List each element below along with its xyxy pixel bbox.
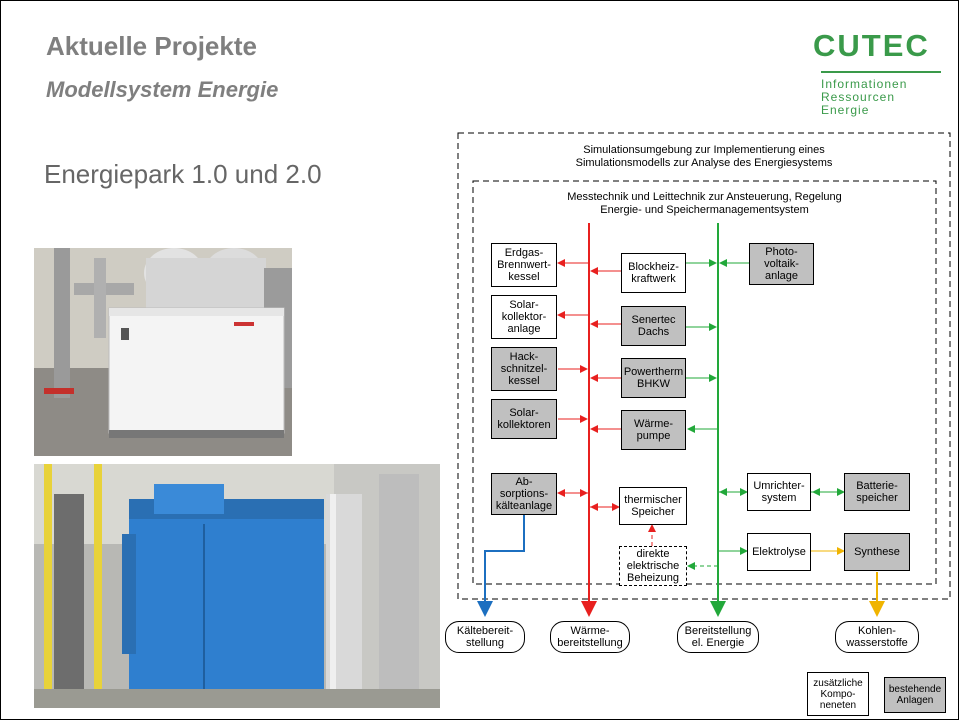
senertec-dachs-box: Senertec Dachs xyxy=(621,306,686,346)
erdgas-brennwertkessel-box: Erdgas- Brennwert- kessel xyxy=(491,243,557,287)
thermischer-speicher-box: thermischer Speicher xyxy=(619,487,687,525)
kaeltebereitstellung-output: Kältebereit- stellung xyxy=(445,621,525,653)
page-subtitle: Modellsystem Energie xyxy=(46,77,279,102)
cutec-logo: CUTEC xyxy=(813,28,930,63)
page-title: Aktuelle Projekte xyxy=(46,31,257,61)
legend-new-components: zusätzliche Kompo- neneten xyxy=(807,672,869,716)
batteriespeicher-box: Batterie- speicher xyxy=(844,473,910,511)
waermepumpe-box: Wärme- pumpe xyxy=(621,410,686,450)
kohlenwasserstoffe-output: Kohlen- wasserstoffe xyxy=(835,621,919,653)
storage-photo xyxy=(34,464,440,708)
cold-connector xyxy=(477,515,525,617)
legend-existing-plants: bestehende Anlagen xyxy=(884,677,946,713)
inner-frame-title: Messtechnik und Leittechnik zur Ansteuer… xyxy=(567,191,842,216)
umrichtersystem-box: Umrichter- system xyxy=(747,473,811,511)
heat-connectors xyxy=(557,259,656,546)
inner-frame xyxy=(472,180,937,585)
elektrolyse-box: Elektrolyse xyxy=(747,533,811,571)
waermebereitstellung-output: Wärme- bereitstellung xyxy=(550,621,630,653)
hackschnitzelkessel-box: Hack- schnitzel- kessel xyxy=(491,347,557,391)
solarkollektoranlage-box: Solar- kollektor- anlage xyxy=(491,295,557,339)
synthese-box: Synthese xyxy=(844,533,910,571)
logo-tagline-2: Ressourcen xyxy=(821,90,896,104)
absorptionskaelteanlage-box: Ab- sorptions- kälteanlage xyxy=(491,473,557,515)
boiler-photo xyxy=(34,248,292,456)
electric-connectors xyxy=(686,259,845,570)
el-energie-output: Bereitstellung el. Energie xyxy=(677,621,759,653)
outer-frame-title: Simulationsumgebung zur Implementierung … xyxy=(575,144,833,169)
boiler-photo-image xyxy=(34,248,292,456)
direkte-elektrische-beheizung-box: direkte elektrische Beheizung xyxy=(619,546,687,586)
blockheizkraftwerk-box: Blockheiz- kraftwerk xyxy=(621,253,686,293)
solarkollektoren-box: Solar- kollektoren xyxy=(491,399,557,439)
logo-tagline-1: Informationen xyxy=(821,77,908,91)
storage-photo-image xyxy=(34,464,440,708)
powertherm-bhkw-box: Powertherm BHKW xyxy=(621,358,686,398)
logo-tagline-3: Energie xyxy=(821,103,870,117)
section-heading: Energiepark 1.0 und 2.0 xyxy=(44,159,322,189)
photovoltaikanlage-box: Photo- voltaik- anlage xyxy=(749,243,814,285)
outer-frame xyxy=(457,132,951,600)
logo-underline xyxy=(821,71,941,73)
